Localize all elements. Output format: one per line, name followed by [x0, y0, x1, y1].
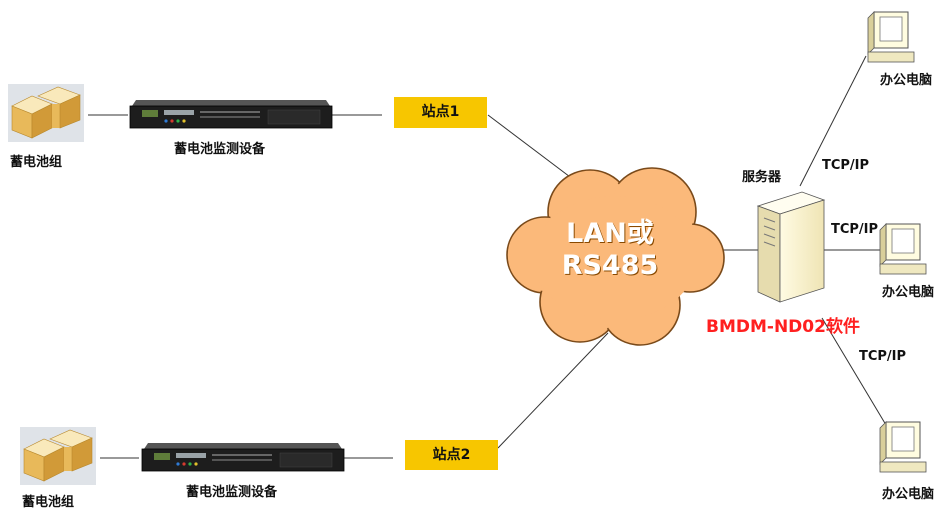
- office-pc-label-2: 办公电脑: [882, 285, 935, 300]
- battery-pack-icon: [20, 427, 96, 485]
- protocol-label-2: TCP/IP: [831, 222, 879, 237]
- rack-device-icon: [129, 100, 333, 129]
- desktop-computer-icon: [867, 11, 915, 63]
- station-2-box: 站点2: [405, 440, 498, 470]
- connector-lines: [88, 55, 890, 459]
- monitor-device-label-2: 蓄电池监测设备: [186, 485, 278, 500]
- line-server-pc1: [799, 55, 867, 187]
- server-tower-icon: [756, 191, 826, 303]
- line-server-pc3: [821, 317, 890, 431]
- battery-pack-label-2: 蓄电池组: [22, 495, 75, 510]
- office-pc-label-3: 办公电脑: [882, 487, 935, 502]
- server-label: 服务器: [742, 170, 782, 185]
- protocol-label-3: TCP/IP: [859, 349, 907, 364]
- protocol-label-1: TCP/IP: [822, 158, 870, 173]
- rack-device-icon: [141, 443, 345, 472]
- network-label-line2: RS485: [561, 250, 659, 281]
- monitor-device-label-1: 蓄电池监测设备: [174, 142, 266, 157]
- software-label: BMDM-ND02软件: [706, 317, 860, 337]
- line-station2-cloud: [497, 332, 609, 449]
- network-label-line1: LAN或: [566, 218, 654, 249]
- desktop-computer-icon: [879, 421, 927, 473]
- office-pc-label-1: 办公电脑: [880, 73, 933, 88]
- desktop-computer-icon: [879, 223, 927, 275]
- battery-pack-icon: [8, 84, 84, 142]
- station-1-box: 站点1: [394, 97, 487, 128]
- cloud-icon: [506, 167, 725, 346]
- battery-pack-label-1: 蓄电池组: [10, 155, 63, 170]
